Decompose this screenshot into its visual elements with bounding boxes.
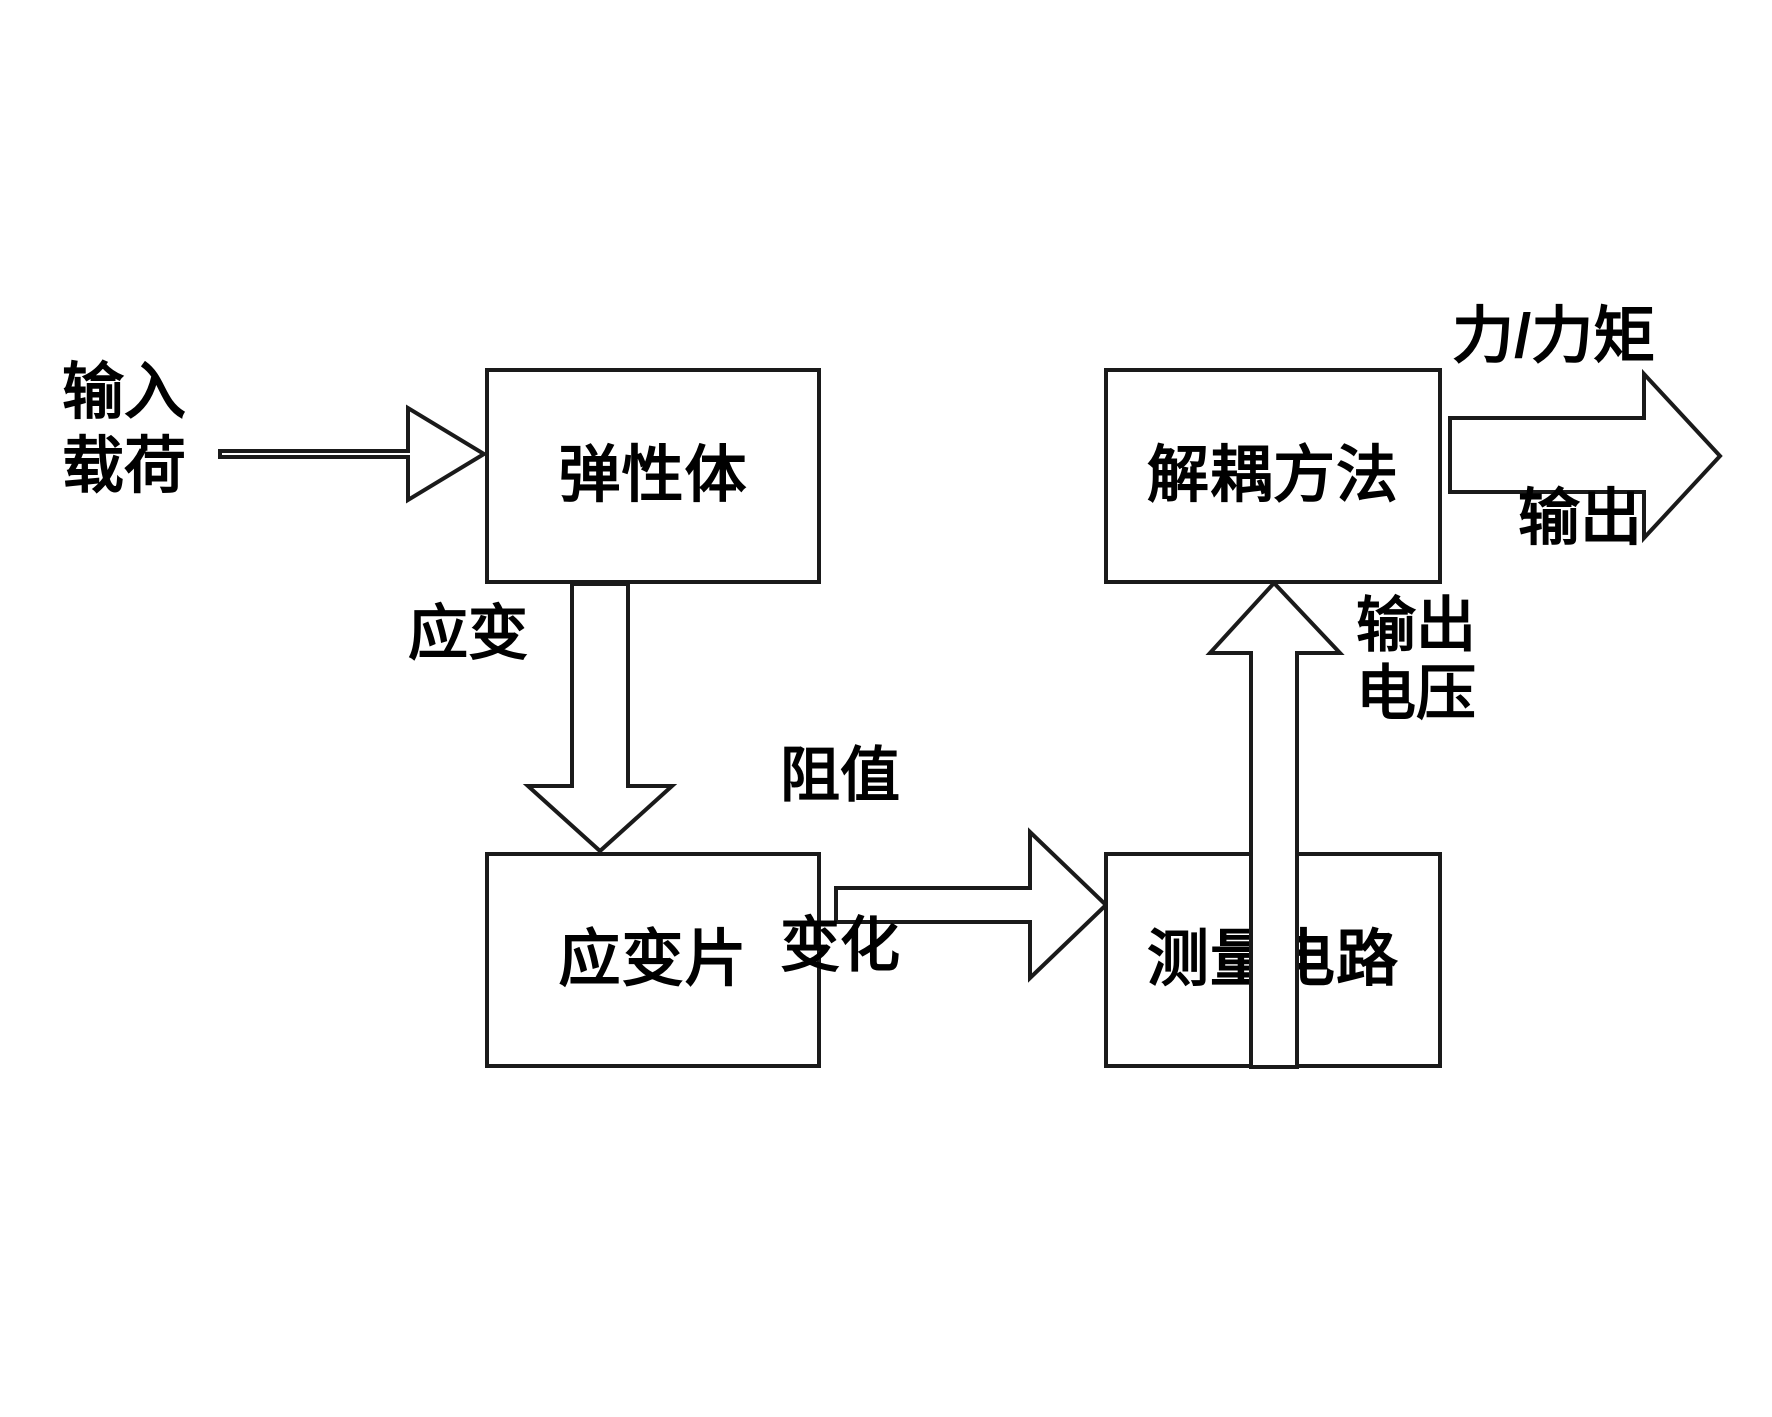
block-decoupling-method-label: 解耦方法 bbox=[1146, 441, 1399, 510]
output-voltage-label-line2: 电压 bbox=[1356, 660, 1476, 727]
strain-arrow-icon bbox=[522, 582, 678, 854]
block-strain-gauge-label: 应变片 bbox=[558, 925, 748, 994]
output-voltage-arrow-icon bbox=[1205, 580, 1345, 1069]
output-voltage-label-line1: 输出 bbox=[1356, 592, 1476, 659]
force-torque-output-arrow-icon bbox=[1448, 368, 1723, 544]
resistance-change-arrow-icon bbox=[834, 827, 1109, 983]
output-label: 输出 bbox=[1518, 484, 1643, 553]
force-torque-label: 力/力矩 bbox=[1452, 302, 1656, 371]
input-load-label-line2: 载荷 bbox=[62, 432, 187, 501]
input-load-label-line1: 输入 bbox=[62, 358, 187, 427]
block-elastic-body-label: 弹性体 bbox=[558, 441, 748, 510]
strain-label: 应变 bbox=[408, 600, 528, 667]
input-load-arrow-icon bbox=[218, 404, 488, 504]
block-strain-gauge[interactable]: 应变片 bbox=[485, 852, 821, 1068]
block-elastic-body[interactable]: 弹性体 bbox=[485, 368, 821, 584]
resistance-label-line1: 阻值 bbox=[780, 742, 900, 809]
resistance-label-line2: 变化 bbox=[780, 912, 900, 979]
block-decoupling-method[interactable]: 解耦方法 bbox=[1104, 368, 1442, 584]
